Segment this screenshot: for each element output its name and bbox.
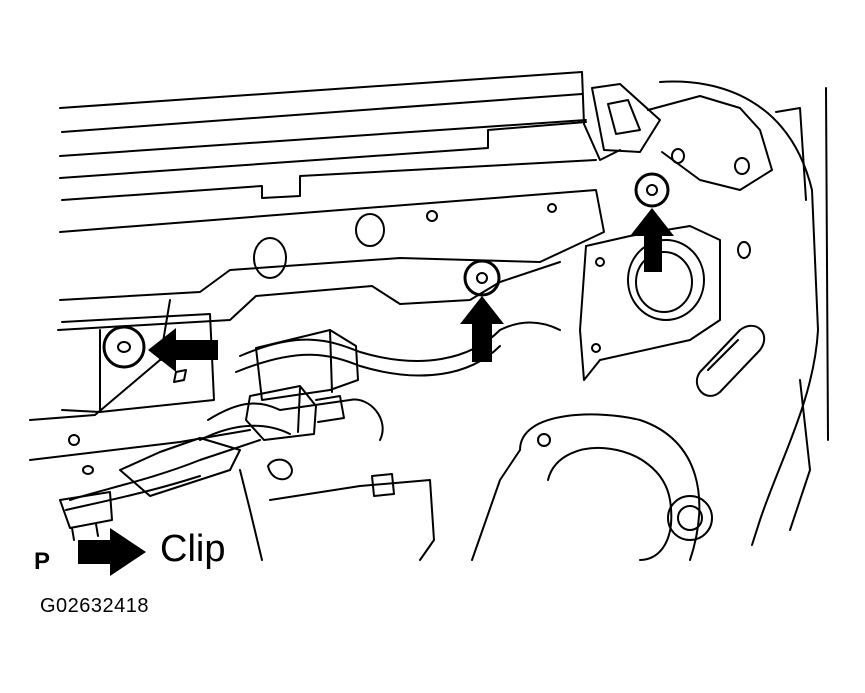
clip-right-arrow bbox=[630, 208, 674, 272]
clip-right bbox=[634, 172, 670, 208]
oblong-slot bbox=[695, 324, 766, 397]
window-glass-rails bbox=[59, 71, 597, 201]
clip-left bbox=[102, 325, 146, 369]
hinge-bracket bbox=[591, 83, 773, 191]
legend-arrow-icon bbox=[78, 528, 146, 576]
clip-left-arrow bbox=[148, 328, 218, 372]
legend-letter: P bbox=[34, 548, 51, 575]
clip-center-arrow bbox=[460, 296, 504, 362]
lower-panel-openings bbox=[68, 203, 557, 561]
clip-markers bbox=[102, 172, 670, 369]
legend-label: Clip bbox=[160, 528, 226, 570]
clip-center bbox=[463, 259, 501, 297]
round-boss bbox=[667, 495, 713, 541]
speaker-opening bbox=[471, 413, 701, 561]
harness-connectors bbox=[245, 329, 359, 441]
door-edge-frame bbox=[659, 80, 829, 546]
reinforcement-plate bbox=[579, 225, 751, 381]
service-hole bbox=[627, 239, 705, 321]
figure-id: G02632418 bbox=[40, 595, 150, 617]
left-bracket bbox=[61, 313, 215, 413]
